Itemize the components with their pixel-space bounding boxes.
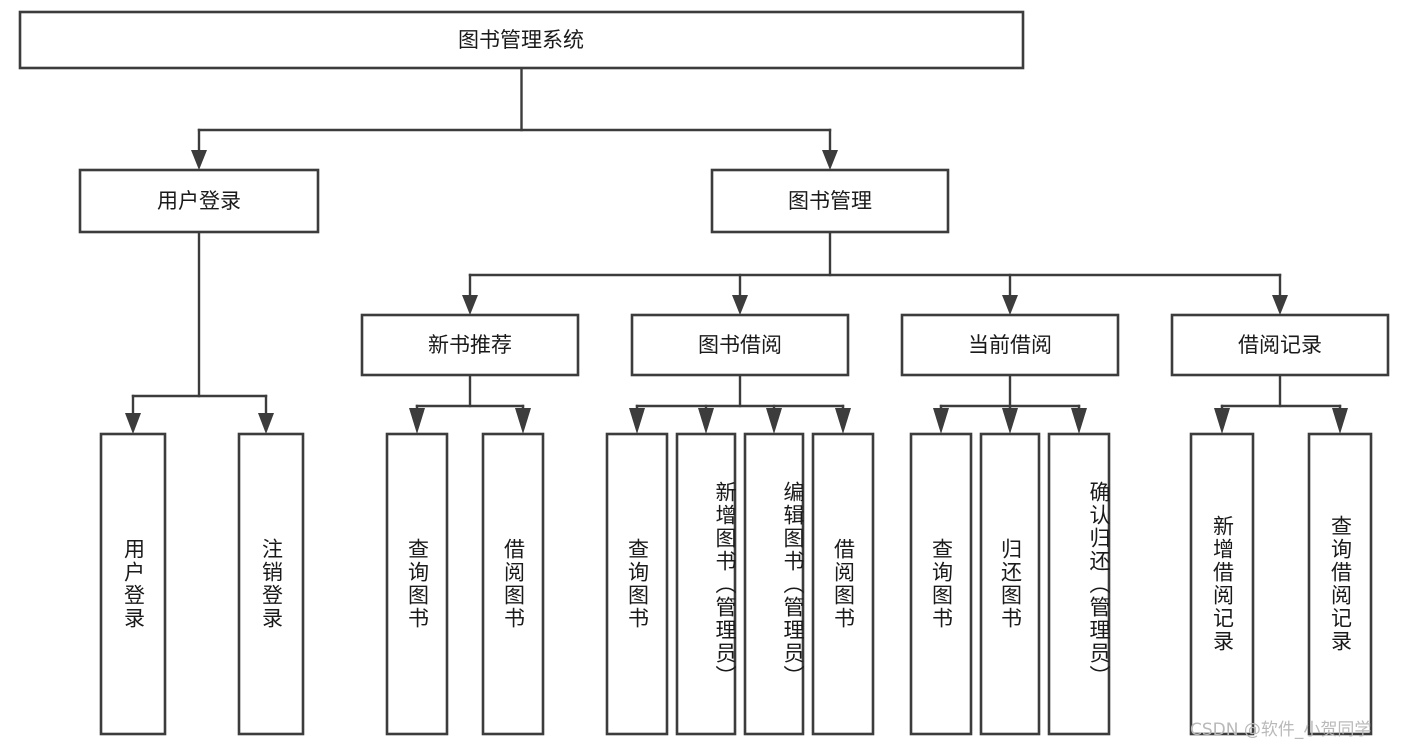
arrow-head-leaf-user-logout: [258, 413, 274, 434]
node-user-login[interactable]: 用户登录: [78, 168, 320, 234]
node-leaf-add-book-label: 新增图书（管理员）: [713, 480, 737, 688]
node-leaf-add-record-box[interactable]: [1189, 432, 1255, 736]
node-leaf-user-login-box[interactable]: [99, 432, 167, 736]
node-leaf-return-book-box[interactable]: [979, 432, 1041, 736]
arrow-head-leaf-return-book: [1002, 408, 1018, 434]
node-leaf-user-login-label: 用户登录: [121, 538, 146, 630]
connector-layer: [125, 66, 1348, 434]
node-leaf-query-book-2-label: 查询图书: [625, 538, 650, 630]
node-leaf-confirm-return-label: 确认归还（管理员）: [1087, 480, 1111, 688]
node-root-label: 图书管理系统: [458, 28, 584, 52]
node-leaf-query-record-label: 查询借阅记录: [1328, 515, 1353, 653]
node-book-manage[interactable]: 图书管理: [710, 168, 950, 234]
node-root-box[interactable]: [18, 10, 1025, 70]
node-book-manage-box[interactable]: [710, 168, 950, 234]
node-leaf-user-logout-label: 注销登录: [259, 538, 284, 630]
node-root[interactable]: 图书管理系统: [18, 10, 1025, 70]
node-new-book-rec-label: 新书推荐: [428, 333, 512, 357]
node-leaf-query-book-1-box[interactable]: [385, 432, 449, 736]
arrow-head-leaf-query-book-2: [629, 408, 645, 434]
node-leaf-edit-book-label: 编辑图书（管理员）: [781, 480, 805, 688]
node-borrow-record-label: 借阅记录: [1238, 333, 1322, 357]
node-new-book-rec-box[interactable]: [360, 313, 580, 377]
node-leaf-query-book-3-box[interactable]: [909, 432, 973, 736]
arrow-head-leaf-query-book-1: [409, 408, 425, 434]
node-leaf-borrow-book-2-label: 借阅图书: [831, 538, 856, 630]
node-leaf-borrow-book-1-label: 借阅图书: [501, 538, 526, 630]
arrow-head-new-book-rec: [462, 295, 478, 315]
node-leaf-query-book-3-label: 查询图书: [929, 538, 954, 630]
node-current-borrow-label: 当前借阅: [968, 333, 1052, 357]
arrow-head-leaf-add-book: [698, 408, 714, 434]
node-leaf-query-book-1-label: 查询图书: [405, 538, 430, 630]
node-borrow-record-box[interactable]: [1170, 313, 1390, 377]
arrow-head-book-manage: [822, 150, 838, 170]
node-new-book-rec[interactable]: 新书推荐: [360, 313, 580, 377]
node-leaf-add-book-box[interactable]: [675, 432, 737, 736]
arrow-head-leaf-confirm-return: [1071, 408, 1087, 434]
arrow-head-leaf-borrow-book-2: [835, 408, 851, 434]
arrow-head-book-borrow: [732, 295, 748, 315]
node-book-borrow-box[interactable]: [630, 313, 850, 377]
arrow-head-leaf-query-book-3: [933, 408, 949, 434]
arrow-head-user-login: [191, 150, 207, 170]
node-user-login-box[interactable]: [78, 168, 320, 234]
arrow-head-leaf-add-record: [1214, 408, 1230, 434]
node-leaf-borrow-book-1-box[interactable]: [481, 432, 545, 736]
watermark-text: CSDN @软件_小贺同学: [1190, 720, 1372, 740]
node-current-borrow[interactable]: 当前借阅: [900, 313, 1120, 377]
arrow-head-leaf-query-record: [1332, 408, 1348, 434]
node-leaf-borrow-book-2-box[interactable]: [811, 432, 875, 736]
arrow-head-leaf-borrow-book-1: [515, 408, 531, 434]
arrow-head-leaf-edit-book: [766, 408, 782, 434]
node-leaf-user-logout-box[interactable]: [237, 432, 305, 736]
node-leaf-return-book-label: 归还图书: [998, 538, 1023, 630]
node-leaf-confirm-return-box[interactable]: [1047, 432, 1111, 736]
node-leaf-add-record-label: 新增借阅记录: [1210, 515, 1235, 653]
arrow-head-borrow-record: [1272, 295, 1288, 315]
node-borrow-record[interactable]: 借阅记录: [1170, 313, 1390, 377]
node-leaf-query-book-2-box[interactable]: [605, 432, 669, 736]
node-leaf-query-record-box[interactable]: [1307, 432, 1373, 736]
arrow-head-leaf-user-login: [125, 413, 141, 434]
leaf-box-layer: [99, 432, 1373, 736]
arrow-head-current-borrow: [1002, 295, 1018, 315]
node-current-borrow-box[interactable]: [900, 313, 1120, 377]
node-leaf-edit-book-box[interactable]: [743, 432, 805, 736]
node-user-login-label: 用户登录: [157, 189, 241, 213]
node-book-borrow-label: 图书借阅: [698, 333, 782, 357]
node-book-borrow[interactable]: 图书借阅: [630, 313, 850, 377]
node-book-manage-label: 图书管理: [788, 189, 872, 213]
